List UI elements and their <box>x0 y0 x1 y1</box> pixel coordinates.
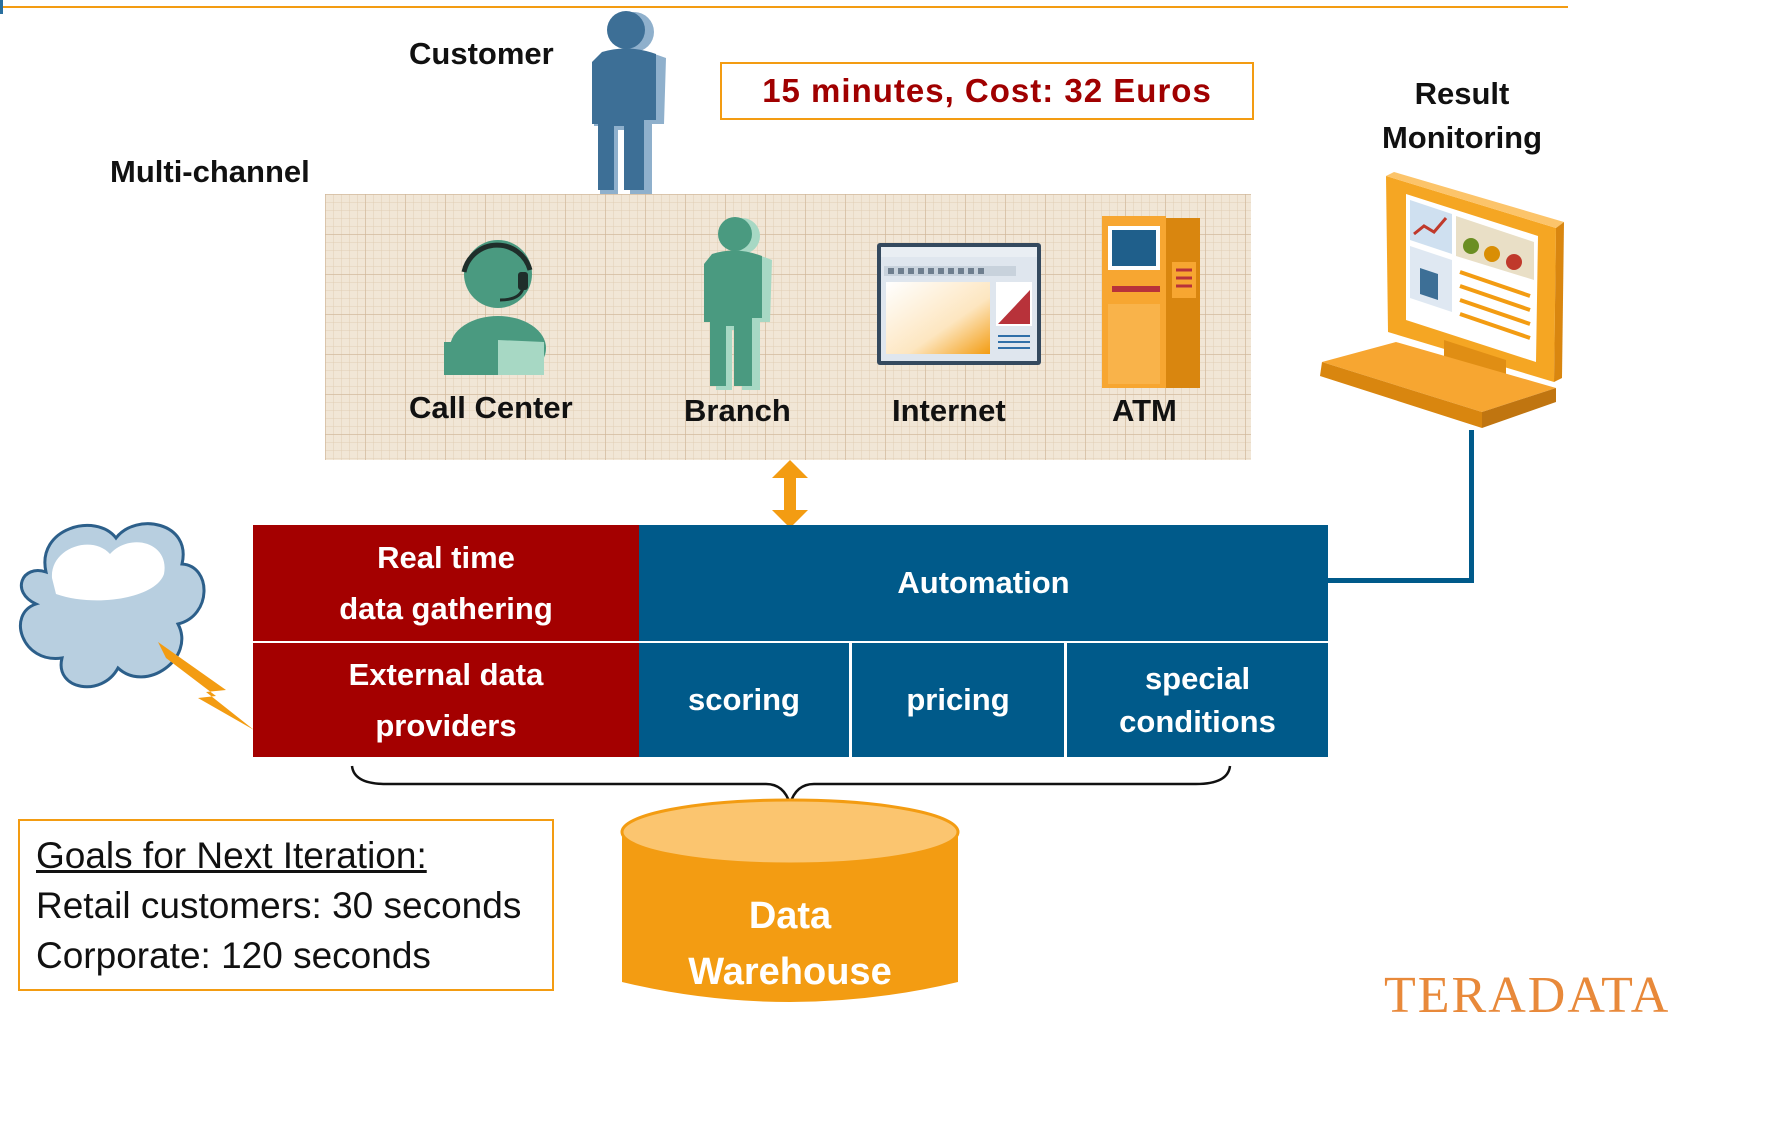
pricing-cell: pricing <box>852 643 1064 757</box>
external-line2: providers <box>375 708 517 743</box>
browser-window-icon <box>877 243 1041 365</box>
data-warehouse-cylinder-icon <box>620 798 960 1002</box>
bidirectional-arrow-icon <box>772 460 808 528</box>
person-icon <box>704 217 772 390</box>
external-data-providers-cell: External data providers <box>253 643 639 757</box>
result-monitoring-line1: Result <box>1414 76 1510 111</box>
data-warehouse-line1: Data <box>748 895 832 937</box>
monitor-connector-vertical <box>1469 430 1474 582</box>
realtime-line1: Real time <box>377 539 515 575</box>
channel-label-atm: ATM <box>1112 393 1177 428</box>
external-line1: External data <box>348 656 544 692</box>
special-line1: special <box>1144 660 1251 696</box>
automation-cell: Automation <box>639 525 1328 641</box>
customer-label: Customer <box>409 36 554 71</box>
multichannel-label: Multi-channel <box>110 154 310 189</box>
channel-label-internet: Internet <box>892 393 1006 428</box>
channels-panel <box>325 194 1251 460</box>
data-warehouse-label: Data Warehouse <box>622 888 958 1000</box>
call-center-agent-icon <box>444 240 546 375</box>
goals-corporate: Corporate: 120 seconds <box>36 935 431 976</box>
realtime-line2: data gathering <box>339 591 553 626</box>
monitor-connector-horizontal <box>1327 578 1474 583</box>
channel-label-branch: Branch <box>684 393 791 428</box>
left-marker <box>0 0 3 14</box>
special-conditions-cell: special conditions <box>1067 643 1328 757</box>
realtime-data-gathering-cell: Real time data gathering <box>253 525 639 641</box>
goals-box: Goals for Next Iteration: Retail custome… <box>18 819 554 991</box>
result-monitoring-label: Result Monitoring <box>1362 72 1562 160</box>
special-line2: conditions <box>1119 704 1276 739</box>
channel-label-call-center: Call Center <box>409 390 573 425</box>
monitor-computer-icon <box>1320 172 1564 428</box>
customer-person-icon <box>592 11 666 194</box>
result-monitoring-line2: Monitoring <box>1381 120 1543 155</box>
teradata-logo: TERADATA <box>1384 967 1671 1024</box>
cost-callout: 15 minutes, Cost: 32 Euros <box>720 62 1254 120</box>
goals-retail: Retail customers: 30 seconds <box>36 885 522 926</box>
top-rule <box>0 6 1568 8</box>
external-cloud-icon <box>19 522 254 730</box>
scoring-cell: scoring <box>639 643 849 757</box>
goals-title: Goals for Next Iteration: <box>36 835 427 876</box>
atm-machine-icon <box>1102 216 1200 388</box>
data-warehouse-line2: Warehouse <box>688 951 892 993</box>
